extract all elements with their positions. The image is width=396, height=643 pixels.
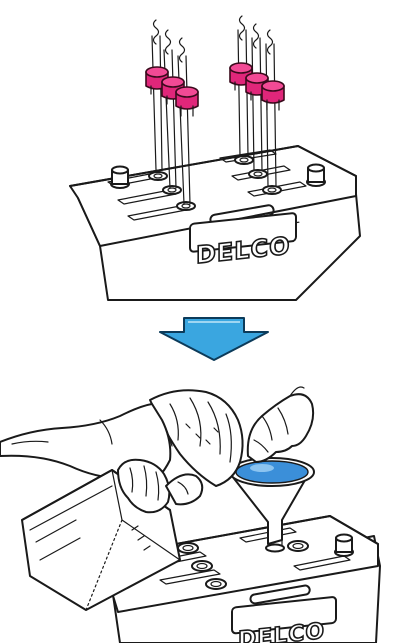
top-panel: DELCO <box>70 16 360 300</box>
down-arrow-icon <box>160 318 268 360</box>
vapour-wisps <box>154 16 273 62</box>
terminal-post-bottom <box>335 535 353 557</box>
terminal-post-right <box>307 165 325 187</box>
terminal-post-left <box>111 167 129 189</box>
vent-cap <box>262 81 284 110</box>
vent-caps-right <box>230 63 284 110</box>
bottom-panel: DELCO <box>0 387 380 643</box>
funnel-fluid <box>236 461 308 483</box>
right-hand <box>248 387 313 462</box>
